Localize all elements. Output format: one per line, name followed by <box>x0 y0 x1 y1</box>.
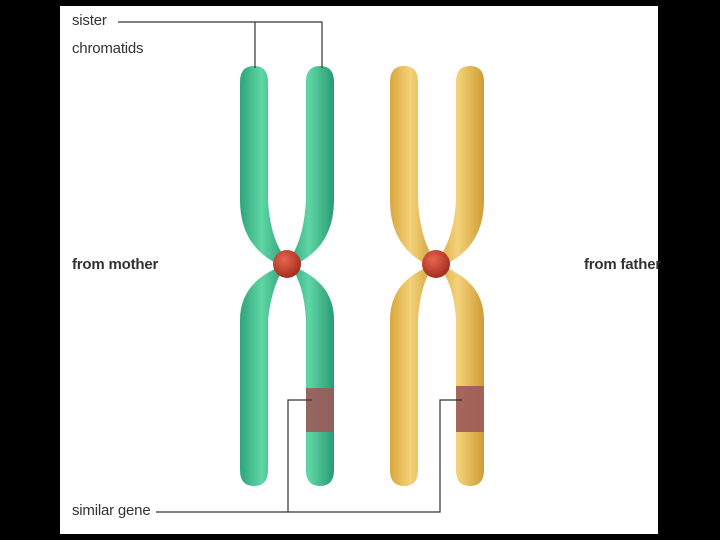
mother-chromosome <box>240 66 334 486</box>
similar-gene-leader <box>156 399 462 513</box>
father-chromatid-left <box>390 66 436 486</box>
mother-centromere <box>273 250 301 278</box>
father-chromatid-right <box>436 66 484 486</box>
father-gene-band <box>456 386 484 432</box>
mother-chromatid-right <box>288 66 334 486</box>
sister-chromatids-leader <box>118 21 323 68</box>
diagram-panel <box>60 6 658 534</box>
father-centromere <box>422 250 450 278</box>
from-father-label: from father <box>584 256 661 273</box>
similar-gene-label: similar gene <box>72 502 151 519</box>
sister-chromatids-label-line1: sister <box>72 12 107 29</box>
father-chromosome <box>390 66 484 486</box>
mother-gene-band <box>306 388 334 432</box>
sister-chromatids-label-line2: chromatids <box>72 40 144 57</box>
mother-chromatid-left <box>240 66 288 486</box>
from-mother-label: from mother <box>72 256 159 273</box>
